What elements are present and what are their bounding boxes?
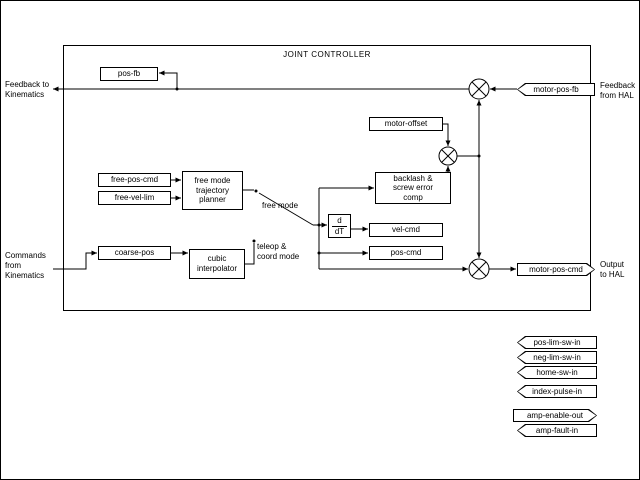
cubic-interpolator-block: cubic interpolator [189, 249, 245, 279]
free-pos-cmd-block: free-pos-cmd [98, 173, 171, 187]
hal-pin-amp-enable-out-label: amp-enable-out [526, 411, 584, 420]
hal-pin-motor-pos-cmd-label: motor-pos-cmd [529, 265, 583, 274]
hal-pin-index-pulse-in: index-pulse-in [517, 385, 597, 398]
hal-pin-amp-enable-out: amp-enable-out [513, 409, 597, 422]
diagram-title: JOINT CONTROLLER [283, 50, 371, 59]
backlash-comp-block: backlash & screw error comp [375, 172, 451, 204]
hal-pin-neg-lim-sw-in-label: neg-lim-sw-in [533, 353, 581, 362]
coarse-pos-block: coarse-pos [98, 246, 171, 260]
summing-junction-offset [438, 146, 458, 166]
hal-pin-motor-pos-cmd: motor-pos-cmd [517, 263, 595, 276]
vel-cmd-block: vel-cmd [369, 223, 443, 237]
pos-cmd-block: pos-cmd [369, 246, 443, 260]
junction-dots [175, 87, 481, 255]
pos-fb-block: pos-fb [100, 67, 158, 81]
hal-pin-home-sw-in-label: home-sw-in [536, 368, 578, 377]
derivative-denominator: dT [334, 226, 345, 236]
wire-cubic-out [245, 243, 255, 265]
wire-motor-offset-to-sum [443, 123, 451, 146]
wire-pos-fb-tap [159, 70, 178, 89]
switch-arm [258, 192, 314, 226]
hal-pin-neg-lim-sw-in: neg-lim-sw-in [517, 351, 597, 364]
hal-pin-index-pulse-in-label: index-pulse-in [532, 387, 582, 396]
hal-pin-home-sw-in: home-sw-in [517, 366, 597, 379]
label-teleop-coord-mode: teleop & coord mode [257, 242, 300, 261]
trajectory-planner-block: free mode trajectory planner [182, 171, 243, 210]
label-feedback-to-kinematics: Feedback to Kinematics [5, 80, 50, 99]
label-free-mode: free mode [262, 201, 299, 210]
label-feedback-from-hal: Feedback from HAL [600, 81, 636, 100]
free-vel-lim-block: free-vel-lim [98, 191, 171, 205]
controller-boundary-box [63, 45, 591, 311]
wire-commands-to-coarse-pos [53, 250, 97, 270]
hal-pin-pos-lim-sw-in-label: pos-lim-sw-in [533, 338, 581, 347]
hal-pin-pos-lim-sw-in: pos-lim-sw-in [517, 336, 597, 349]
hal-pin-amp-fault-in-label: amp-fault-in [535, 426, 579, 435]
hal-pin-motor-pos-fb: motor-pos-fb [517, 83, 595, 96]
label-commands-from-kinematics: Commands from Kinematics [5, 251, 46, 280]
motor-offset-block: motor-offset [369, 117, 443, 131]
hal-pin-motor-pos-fb-label: motor-pos-fb [533, 85, 579, 94]
summing-junction-feedback [468, 78, 490, 100]
summing-junction-output [468, 258, 490, 280]
derivative-numerator: d [332, 216, 347, 227]
hal-pin-amp-fault-in: amp-fault-in [517, 424, 597, 437]
derivative-block: d dT [328, 214, 351, 238]
label-output-to-hal: Output to HAL [600, 260, 625, 279]
